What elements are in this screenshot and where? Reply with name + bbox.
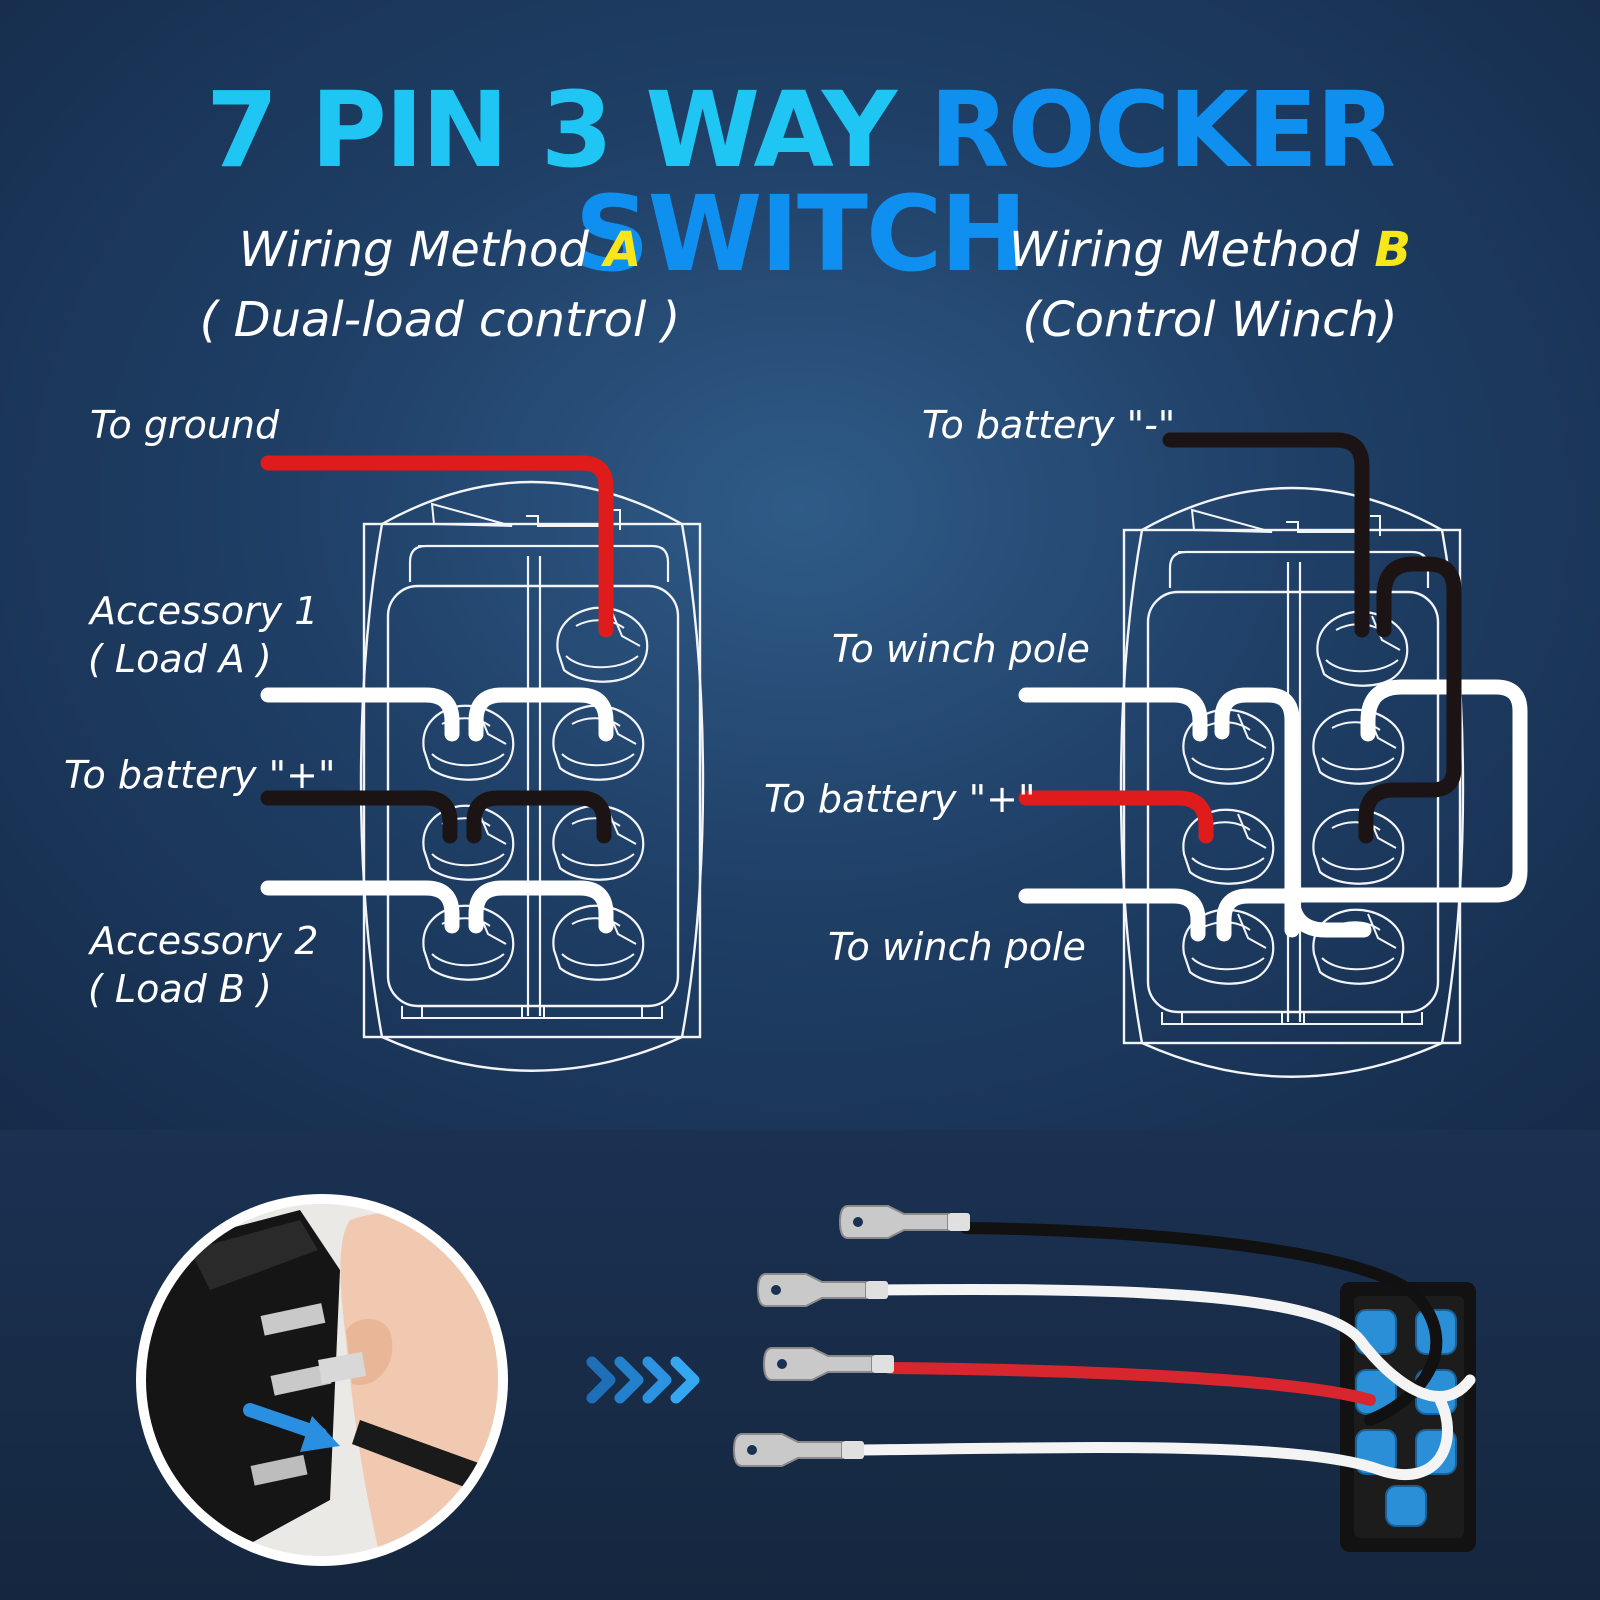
terminal-b-5 bbox=[1312, 808, 1405, 885]
page-title: 7 PIN 3 WAY ROCKER SWITCH bbox=[0, 78, 1600, 286]
wire-b-winch-top-white bbox=[1018, 687, 1208, 742]
method-a-heading: Wiring Method A ( Dual-load control ) bbox=[140, 222, 740, 348]
wire-b-jumper-black bbox=[1358, 556, 1462, 844]
switch-body-a bbox=[359, 480, 705, 1072]
wire-a-load-a-white bbox=[260, 687, 614, 742]
label-a-load-a: ( Load A ) bbox=[88, 637, 272, 681]
terminal-a-6 bbox=[422, 904, 515, 981]
method-b-letter: B bbox=[1374, 222, 1411, 278]
wire-b-loop-outer-white bbox=[1284, 679, 1528, 903]
arrow-chevrons bbox=[586, 1356, 700, 1404]
label-b-winch-pole-top: To winch pole bbox=[832, 627, 1090, 671]
method-b-heading: Wiring Method B (Control Winch) bbox=[910, 222, 1510, 348]
wire-a-battery-black bbox=[260, 790, 612, 844]
label-a-accessory-2: Accessory 2 bbox=[90, 919, 319, 963]
terminal-b-7 bbox=[1312, 908, 1405, 985]
label-b-winch-pole-bottom: To winch pole bbox=[828, 925, 1086, 969]
label-a-battery-plus: To battery "+" bbox=[64, 753, 336, 797]
terminal-a-7 bbox=[552, 904, 645, 981]
background-top bbox=[0, 0, 1600, 1130]
wire-b-winch-bottom-white bbox=[1018, 888, 1300, 942]
method-b-title: Wiring Method bbox=[1009, 222, 1375, 278]
chevron-right-icon bbox=[642, 1356, 672, 1404]
title-part-1: 7 PIN 3 WAY bbox=[206, 69, 930, 191]
wire-b-battery-minus-black bbox=[1162, 432, 1370, 638]
wire-b-battery-plus-red bbox=[1018, 790, 1214, 844]
chevron-right-icon bbox=[586, 1356, 616, 1404]
harness-photo bbox=[732, 1205, 1476, 1552]
label-a-accessory-1: Accessory 1 bbox=[90, 589, 319, 633]
terminal-b-3 bbox=[1312, 708, 1405, 785]
terminal-a-2 bbox=[422, 704, 515, 781]
title-part-2: ROCKER SWITCH bbox=[574, 69, 1396, 295]
terminal-b-4 bbox=[1182, 808, 1275, 885]
label-b-battery-minus: To battery "-" bbox=[922, 403, 1176, 447]
chevron-right-icon bbox=[614, 1356, 644, 1404]
install-photo bbox=[136, 1194, 508, 1566]
wire-a-ground-red bbox=[260, 455, 614, 638]
method-a-subtitle: ( Dual-load control ) bbox=[199, 292, 681, 348]
method-b-subtitle: (Control Winch) bbox=[1022, 292, 1398, 348]
chevron-right-icon bbox=[670, 1356, 700, 1404]
method-a-letter: A bbox=[604, 222, 642, 278]
label-b-battery-plus: To battery "+" bbox=[764, 777, 1036, 821]
ring-terminals bbox=[732, 1205, 970, 1467]
label-a-to-ground: To ground bbox=[90, 403, 280, 447]
wire-a-load-b-white bbox=[260, 880, 614, 934]
method-a-title: Wiring Method bbox=[238, 222, 605, 278]
label-a-load-b: ( Load B ) bbox=[88, 967, 272, 1011]
